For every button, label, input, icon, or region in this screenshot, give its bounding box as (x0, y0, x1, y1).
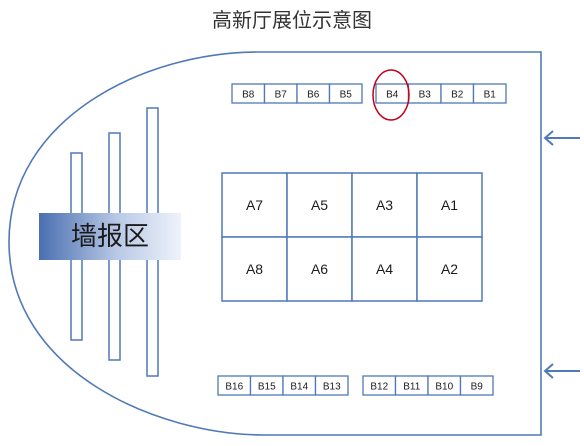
booth-label: B2 (451, 90, 464, 101)
booth-a6[interactable]: A6 (286, 236, 353, 302)
booth-label: B13 (323, 382, 341, 393)
booth-label: B14 (290, 382, 308, 393)
booth-label: A7 (246, 197, 263, 213)
booth-b13[interactable]: B13 (314, 375, 349, 396)
booth-row: B12 B11 B10 B9 (362, 375, 494, 396)
booth-label: B15 (258, 382, 276, 393)
booth-a2[interactable]: A2 (416, 236, 483, 302)
booth-label: A3 (376, 197, 393, 213)
booth-a7[interactable]: A7 (221, 172, 288, 238)
booth-b6[interactable]: B6 (296, 83, 331, 104)
booth-label: B1 (484, 90, 497, 101)
entrance-arrow-icon (543, 130, 580, 146)
booth-b14[interactable]: B14 (282, 375, 317, 396)
booth-label: A4 (376, 261, 393, 277)
booth-b10[interactable]: B10 (427, 375, 462, 396)
booth-b16[interactable]: B16 (217, 375, 252, 396)
booth-label: A5 (311, 197, 328, 213)
booth-label: B10 (435, 382, 453, 393)
wall-zone-label-box (39, 213, 181, 260)
booth-label: B9 (471, 382, 484, 393)
booth-row: B4 B3 B2 B1 (375, 83, 507, 104)
booth-a4[interactable]: A4 (351, 236, 418, 302)
entrance-arrow-icon (543, 363, 580, 379)
booth-b4[interactable]: B4 (375, 83, 410, 104)
booth-label: B8 (242, 90, 255, 101)
hall-outline (8, 51, 542, 436)
booth-b5[interactable]: B5 (328, 83, 363, 104)
booth-b12[interactable]: B12 (362, 375, 397, 396)
booth-label: B7 (275, 90, 288, 101)
booth-label: A6 (311, 261, 328, 277)
booth-a5[interactable]: A5 (286, 172, 353, 238)
booth-label: B16 (225, 382, 243, 393)
booth-label: B12 (370, 382, 388, 393)
booth-b7[interactable]: B7 (263, 83, 298, 104)
booth-a8[interactable]: A8 (221, 236, 288, 302)
booth-row: B8 B7 B6 B5 (231, 83, 363, 104)
booth-b1[interactable]: B1 (472, 83, 507, 104)
booth-label: A1 (441, 197, 458, 213)
booth-b15[interactable]: B15 (249, 375, 284, 396)
booth-label: A2 (441, 261, 458, 277)
booth-label: A8 (246, 261, 263, 277)
highlight-circle (372, 69, 410, 121)
booth-b11[interactable]: B11 (394, 375, 429, 396)
booth-label: B11 (403, 382, 420, 393)
wall-zone-label: 墙报区 (71, 222, 149, 252)
booth-b8[interactable]: B8 (231, 83, 266, 104)
booth-a3[interactable]: A3 (351, 172, 418, 238)
diagram-title: 高新厅展位示意图 (212, 8, 372, 32)
booth-label: B4 (386, 90, 399, 101)
booth-label: B5 (340, 90, 353, 101)
booth-a1[interactable]: A1 (416, 172, 483, 238)
booth-b9[interactable]: B9 (459, 375, 494, 396)
booth-label: B6 (307, 90, 320, 101)
booth-row: B16 B15 B14 B13 (217, 375, 349, 396)
booth-b2[interactable]: B2 (440, 83, 475, 104)
booth-label: B3 (419, 90, 432, 101)
booth-b3[interactable]: B3 (407, 83, 442, 104)
